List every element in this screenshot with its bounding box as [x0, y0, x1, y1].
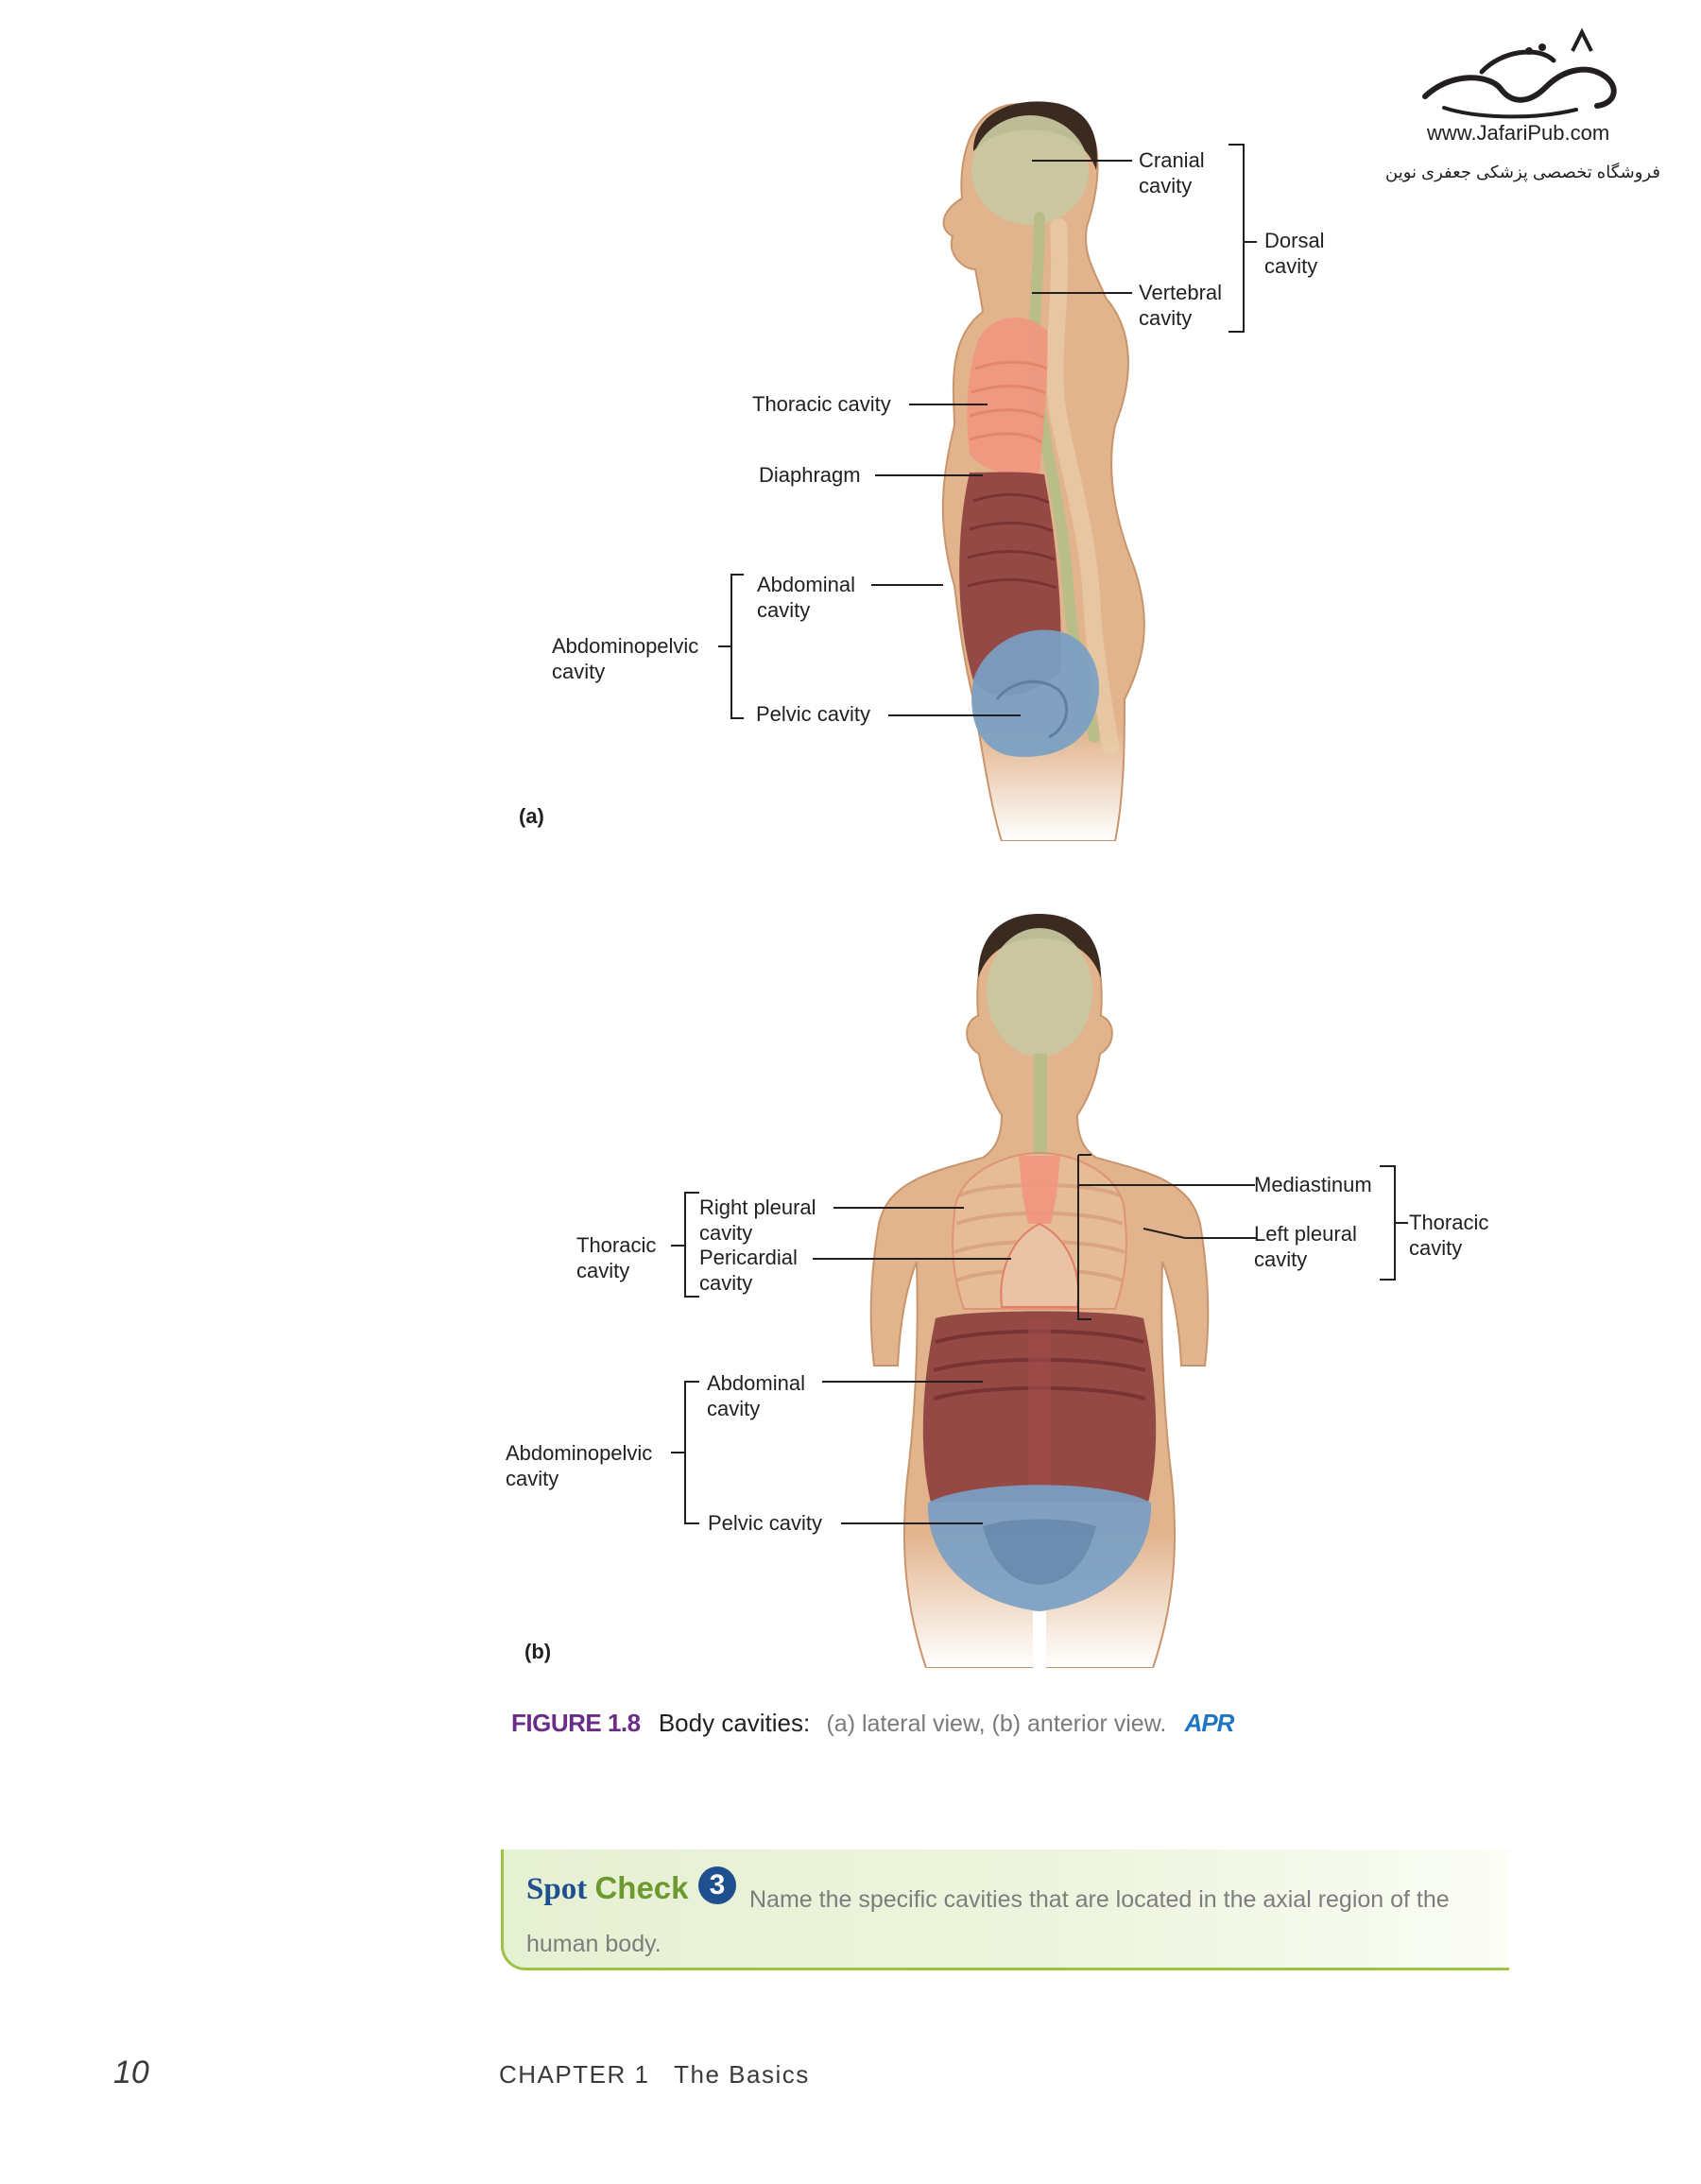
panel-a-tag: (a): [519, 804, 544, 828]
right-pleural-cavity-label: Right pleural cavity: [699, 1195, 816, 1245]
lateral-view-leaders: [718, 144, 1257, 719]
figure-description: (a) lateral view, (b) anterior view.: [826, 1711, 1167, 1737]
cranial-cavity-shape: [987, 928, 1092, 1057]
pericardial-cavity-shape: [1000, 1222, 1079, 1308]
pelvic-cavity-label: Pelvic cavity: [708, 1511, 823, 1535]
figure-number: FIGURE 1.8: [511, 1709, 641, 1737]
publisher-tagline: فروشگاه تخصصی پزشکی جعفری نوین: [1385, 163, 1660, 181]
mediastinum-label: Mediastinum: [1254, 1173, 1372, 1196]
page-number: 10: [113, 2055, 149, 2090]
apr-badge[interactable]: APR: [1184, 1709, 1235, 1737]
pericardial-cavity-label: Pericardial cavity: [699, 1246, 798, 1295]
abdominal-cavity-label: Abdominal cavity: [757, 573, 855, 622]
vertebral-cavity-label: Vertebral cavity: [1139, 281, 1223, 330]
spot-check-title: Spot Check: [526, 1870, 689, 1907]
lateral-view-illustration: [941, 101, 1145, 841]
chapter-running-head: CHAPTER 1 The Basics: [499, 2060, 810, 2089]
anterior-view-illustration: [869, 914, 1210, 1668]
pelvic-cavity-shape: [971, 629, 1100, 757]
spot-check-question: Name the specific cavities that are loca…: [526, 1886, 1450, 1957]
cranial-cavity-shape: [971, 115, 1089, 225]
thoracic-cavity-label-right: Thoracic cavity: [1409, 1211, 1489, 1260]
publisher-logo: [1422, 27, 1617, 119]
figure-caption: FIGURE 1.8 Body cavities: (a) lateral vi…: [511, 1709, 1235, 1738]
spot-check-word-spot: Spot: [526, 1872, 588, 1906]
diaphragm-label: Diaphragm: [759, 463, 861, 487]
abdominopelvic-cavity-label: Abdominopelvic cavity: [552, 634, 699, 683]
mediastinum-shape: [1019, 1156, 1060, 1224]
abdominal-cavity-label: Abdominal cavity: [707, 1371, 805, 1420]
left-pleural-cavity-label: Left pleural cavity: [1254, 1222, 1357, 1271]
dorsal-cavity-label: Dorsal cavity: [1264, 229, 1325, 278]
thoracic-cavity-label: Thoracic cavity: [752, 392, 891, 416]
spot-check-box: Spot Check 3 Name the specific cavities …: [501, 1849, 1509, 1970]
spot-check-word-check: Check: [594, 1870, 689, 1905]
cranial-cavity-label: Cranial cavity: [1139, 148, 1205, 198]
thoracic-cavity-label-left: Thoracic cavity: [576, 1233, 657, 1282]
abdominopelvic-cavity-label: Abdominopelvic cavity: [506, 1441, 653, 1490]
anterior-view-leaders: [671, 1154, 1408, 1524]
panel-b-tag: (b): [524, 1640, 552, 1663]
publisher-url: www.JafariPub.com: [1427, 121, 1610, 145]
spot-check-number: 3: [698, 1866, 736, 1904]
figure-lead: Body cavities:: [658, 1709, 811, 1737]
pelvic-cavity-label: Pelvic cavity: [756, 702, 871, 726]
